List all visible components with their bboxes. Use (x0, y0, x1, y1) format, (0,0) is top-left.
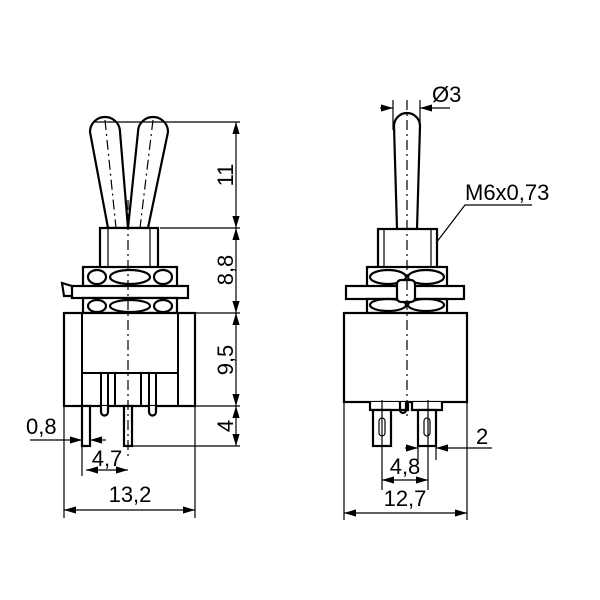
dim-pin-spacing: 4,8 (390, 454, 421, 479)
lever (392, 111, 422, 231)
dim-pin-length: 4 (213, 420, 238, 432)
dim-body-width: 13,2 (109, 482, 152, 507)
pin (416, 408, 438, 448)
key-tab (395, 278, 417, 304)
dim-lever-height: 11 (213, 164, 238, 187)
dim-pin-thickness: 0,8 (26, 414, 57, 439)
side-view: 11 8,8 9,5 4 0,8 4,7 13,2 (26, 115, 240, 518)
lever-left (88, 115, 130, 230)
thread-label: M6x0,73 (465, 180, 549, 205)
dim-body-width: 12,7 (384, 486, 427, 511)
body (62, 311, 197, 408)
washer (70, 284, 190, 300)
bushing (98, 226, 160, 270)
dim-pin-spacing: 4,7 (92, 446, 123, 471)
dim-pin-width: 2 (476, 424, 488, 449)
lever-right (126, 115, 170, 230)
dim-bushing-height: 8,8 (213, 255, 238, 286)
front-view: Ø3 M6x0,73 2 4,8 12,7 (342, 82, 549, 520)
dim-body-height: 9,5 (213, 345, 238, 376)
dim-lever-diameter: Ø3 (432, 82, 461, 107)
body (342, 311, 469, 404)
pin (80, 404, 92, 448)
